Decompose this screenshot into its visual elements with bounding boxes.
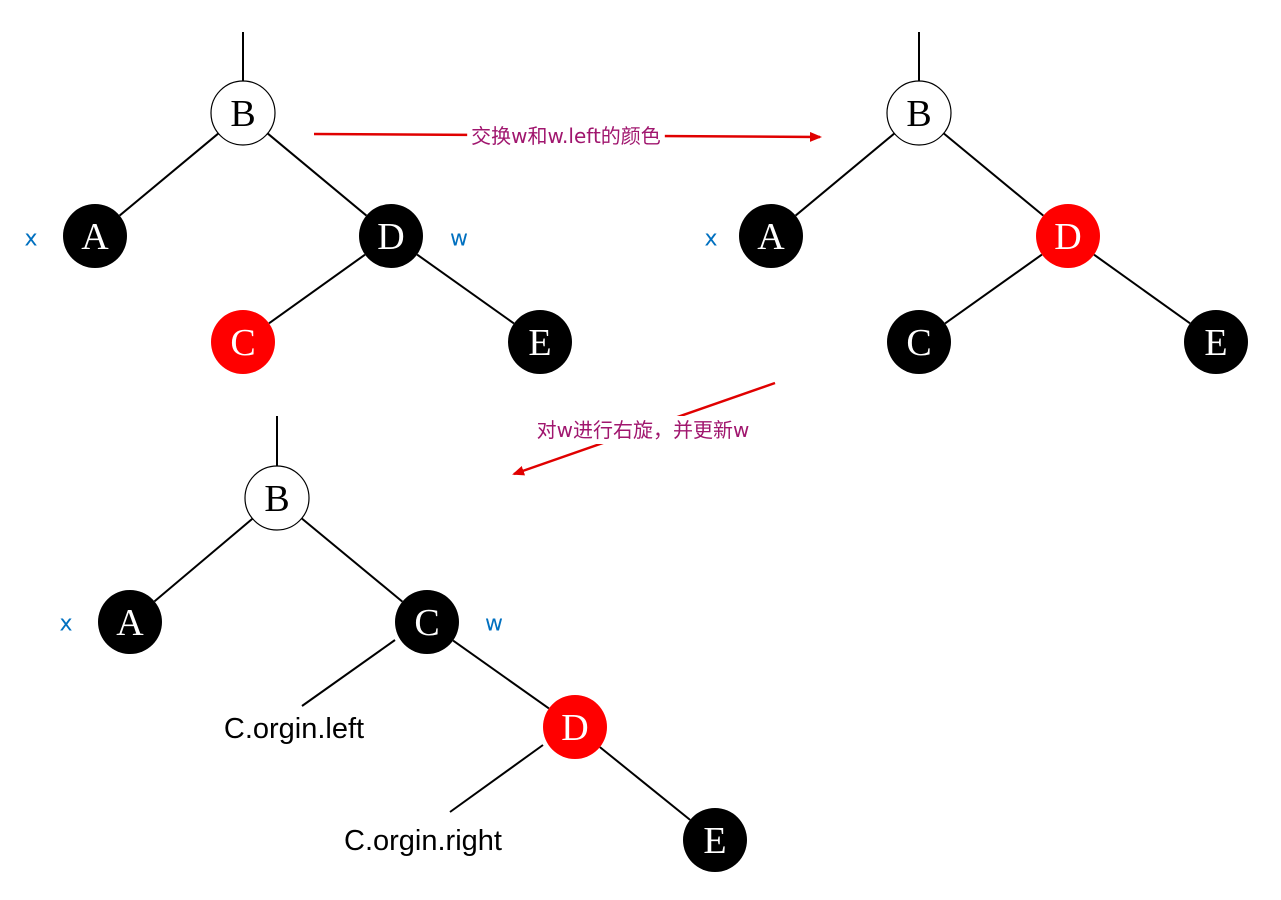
pointer-label-x: x — [704, 227, 717, 252]
node-C: C — [395, 590, 459, 654]
node-C: C — [211, 310, 275, 374]
node-label-E: E — [1204, 322, 1227, 364]
node-label-C: C — [230, 322, 255, 364]
node-label-D: D — [561, 707, 588, 749]
node-B: B — [210, 80, 276, 146]
node-circle-D — [359, 204, 423, 268]
node-circle-E — [508, 310, 572, 374]
node-label-D: D — [377, 216, 404, 258]
node-label-C: C — [414, 602, 439, 644]
node-circle-B — [210, 80, 276, 146]
node-circle-E — [683, 808, 747, 872]
node-circle-A — [63, 204, 127, 268]
subtree-edge-c-right — [449, 744, 544, 813]
node-circle-C — [395, 590, 459, 654]
node-label-E: E — [703, 820, 726, 862]
node-circle-B — [244, 465, 310, 531]
node-circle-A — [739, 204, 803, 268]
node-label-C: C — [906, 322, 931, 364]
pointer-label-w: w — [450, 227, 468, 252]
edge-B-A — [153, 517, 254, 603]
node-B: B — [886, 80, 952, 146]
node-D: D — [359, 204, 423, 268]
transition-label: 交换w和w.left的颜色 — [471, 124, 661, 148]
tree-step2: B A D C Ex — [704, 32, 1248, 374]
edge-D-E — [1093, 253, 1191, 325]
node-circle-D — [543, 695, 607, 759]
node-A: A — [739, 204, 803, 268]
subtree-label-c-left: C.orgin.left — [224, 713, 364, 745]
node-circle-A — [98, 590, 162, 654]
node-label-A: A — [116, 602, 144, 644]
node-label-A: A — [757, 216, 785, 258]
edge-C-D — [452, 639, 550, 710]
subtree-label-c-right: C.orgin.right — [344, 825, 502, 857]
node-label-E: E — [528, 322, 551, 364]
node-circle-B — [886, 80, 952, 146]
node-D: D — [1036, 204, 1100, 268]
pointer-label-x: x — [59, 612, 72, 637]
transition-t1: 交换w和w.left的颜色 — [313, 122, 822, 150]
transition-label-backing — [532, 416, 754, 444]
edge-B-A — [794, 132, 896, 217]
node-label-A: A — [81, 216, 109, 258]
edge-D-C — [944, 253, 1043, 325]
edge-B-C — [301, 517, 403, 603]
node-A: A — [98, 590, 162, 654]
pointer-label-x: x — [24, 227, 37, 252]
edge-D-E — [599, 746, 691, 821]
node-D: D — [543, 695, 607, 759]
node-E: E — [1184, 310, 1248, 374]
transition-label: 对w进行右旋，并更新w — [537, 418, 750, 442]
edge-B-D — [266, 132, 368, 217]
tree-step1: B A D C Ex w — [24, 32, 572, 374]
transition-label-backing — [467, 122, 665, 150]
pointer-label-w: w — [485, 612, 503, 637]
edge-D-E — [416, 253, 515, 325]
node-circle-C — [211, 310, 275, 374]
subtree-edge-c-left — [301, 639, 396, 707]
node-circle-C — [887, 310, 951, 374]
node-E: E — [683, 808, 747, 872]
node-C: C — [887, 310, 951, 374]
node-label-B: B — [264, 478, 289, 520]
node-circle-E — [1184, 310, 1248, 374]
node-E: E — [508, 310, 572, 374]
node-circle-D — [1036, 204, 1100, 268]
node-B: B — [244, 465, 310, 531]
node-label-B: B — [906, 93, 931, 135]
node-label-B: B — [230, 93, 255, 135]
edge-B-A — [118, 132, 220, 217]
node-label-D: D — [1054, 216, 1081, 258]
node-A: A — [63, 204, 127, 268]
transition-t2: 对w进行右旋，并更新w — [512, 381, 776, 476]
edge-D-C — [268, 253, 366, 325]
edge-B-D — [943, 132, 1044, 217]
